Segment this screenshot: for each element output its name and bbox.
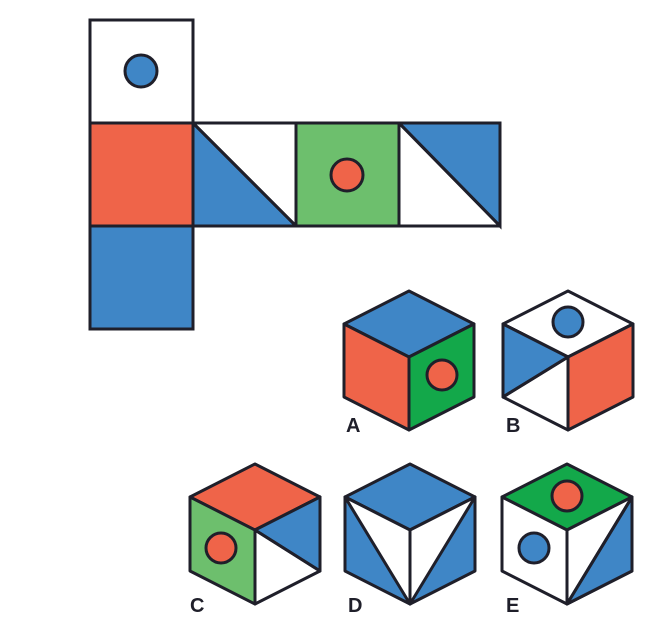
cube-b-blue-dot <box>551 305 585 339</box>
cube-e-red-dot <box>550 479 584 513</box>
net-face-diagonal-blue-top-right <box>395 121 502 230</box>
option-cube-a[interactable] <box>342 289 476 432</box>
blue-dot <box>123 53 159 89</box>
option-cube-c[interactable] <box>188 462 322 606</box>
net-face-top-white-blue-dot <box>88 18 195 125</box>
cube-c-red-dot <box>204 531 238 565</box>
option-label-e: E <box>506 595 519 617</box>
cube-a-red-dot <box>425 358 459 392</box>
net-face-diagonal-blue-bottom-left <box>191 119 300 228</box>
option-cube-e[interactable] <box>500 462 634 606</box>
option-label-a: A <box>346 415 360 437</box>
cube-e-blue-dot <box>517 531 551 565</box>
net-face-green-red-dot <box>294 121 401 228</box>
net-face-red <box>88 121 195 228</box>
net-face-blue <box>88 224 195 331</box>
cube-b-right <box>566 322 635 432</box>
cube-d-right-white <box>408 495 477 606</box>
option-cube-b[interactable] <box>501 289 635 432</box>
option-cube-d[interactable] <box>343 462 477 606</box>
cube-net <box>88 18 502 331</box>
option-label-d: D <box>348 595 362 617</box>
red-dot <box>329 157 365 193</box>
option-label-b: B <box>506 415 520 437</box>
option-label-c: C <box>190 595 204 617</box>
